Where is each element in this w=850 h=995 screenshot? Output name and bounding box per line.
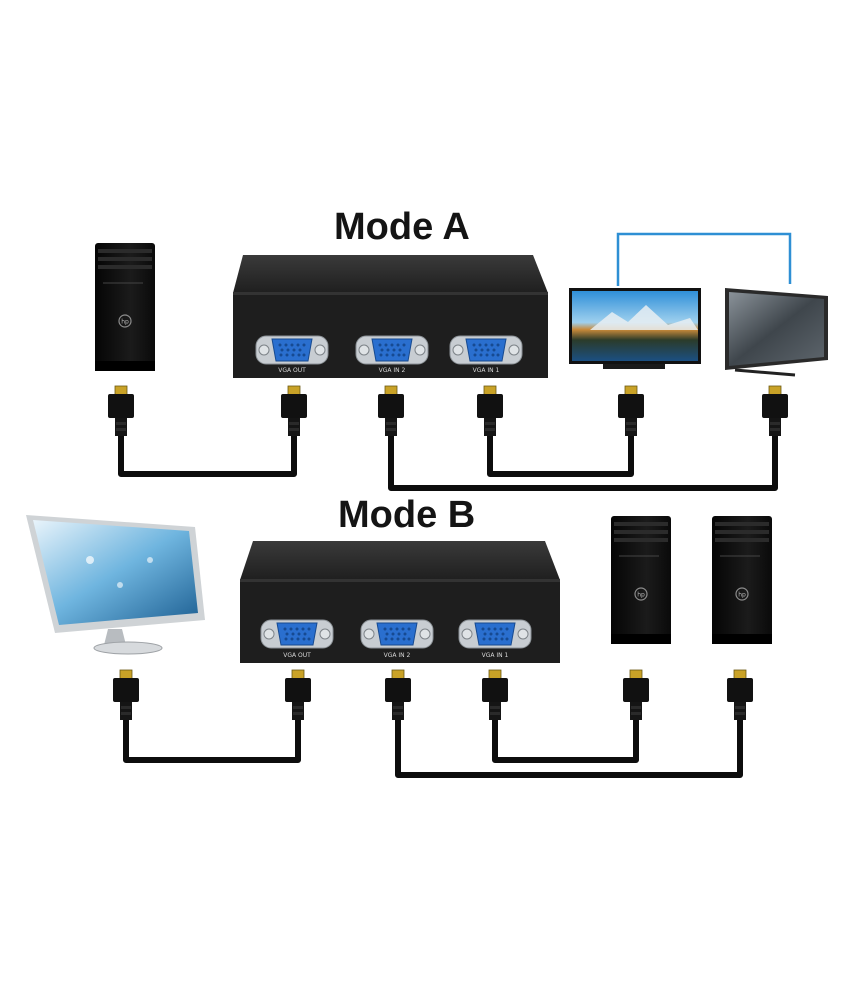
monitor-silver [26, 515, 205, 655]
port-label-b-in1: VGA IN 1 [482, 652, 509, 659]
connectors-a [107, 385, 789, 451]
port-label-b-out: VGA OUT [283, 652, 311, 659]
vga-port-a-out [255, 335, 329, 365]
mode-b-title: Mode B [338, 494, 476, 536]
port-label-b-in2: VGA IN 2 [384, 652, 411, 659]
mode-a-title: Mode A [334, 206, 470, 248]
vga-port-b-in1 [458, 619, 532, 649]
pc-tower-b2 [711, 515, 773, 645]
port-label-a-in1: VGA IN 1 [473, 367, 500, 374]
vga-port-a-in1 [449, 335, 523, 365]
pc-tower-b1 [610, 515, 672, 645]
cables-a [118, 440, 778, 491]
vga-switch-b: VGA OUT VGA IN 2 VGA IN 1 [240, 541, 560, 663]
monitor-tv [725, 288, 828, 377]
port-label-a-in2: VGA IN 2 [379, 367, 406, 374]
vga-port-b-in2 [360, 619, 434, 649]
vga-port-b-out [260, 619, 334, 649]
cables-b [123, 724, 743, 778]
display-link-line [616, 232, 792, 286]
port-label-a-out: VGA OUT [278, 367, 306, 374]
vga-switch-a: VGA OUT VGA IN 2 VGA IN 1 [233, 255, 548, 378]
connectors-b [112, 669, 754, 735]
vga-port-a-in2 [355, 335, 429, 365]
pc-tower-a [94, 242, 156, 372]
monitor-landscape [569, 288, 701, 369]
